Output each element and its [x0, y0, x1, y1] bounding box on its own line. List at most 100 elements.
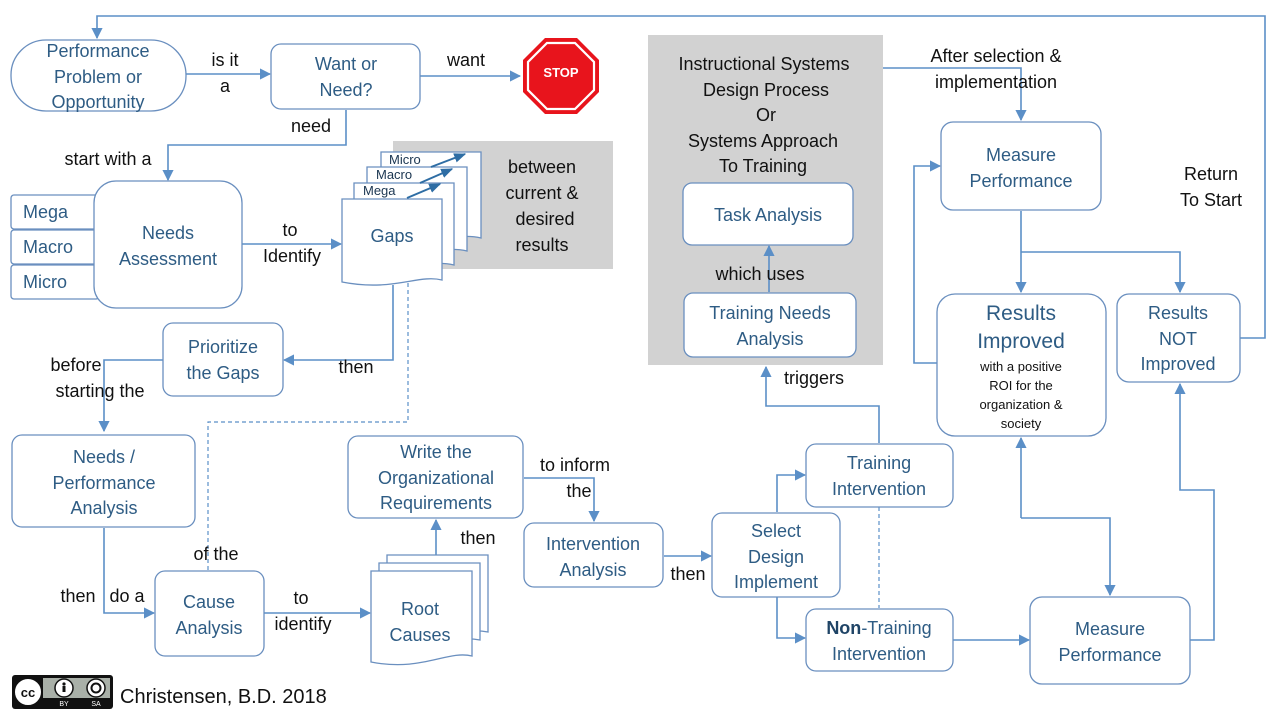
measure-top-line: Performance [969, 171, 1072, 191]
mega-label: Mega [23, 202, 69, 222]
needs-assessment-line: Needs [142, 223, 194, 243]
training-intervention-line: Intervention [832, 479, 926, 499]
isd-title-line: Systems Approach [688, 131, 838, 151]
measure-bottom-line: Measure [1075, 619, 1145, 639]
write-requirements-line: Organizational [378, 468, 494, 488]
results-improved-sub: organization & [979, 397, 1062, 412]
isd-title-line: To Training [719, 156, 807, 176]
needs-performance-line: Needs / [73, 447, 135, 467]
cc-by-sa-icon: cc BY SA [12, 675, 113, 709]
after-selection-label: After selection & [930, 46, 1061, 66]
measure-top-line: Measure [986, 145, 1056, 165]
select-design-line: Select [751, 521, 801, 541]
license-sa: SA [91, 701, 101, 708]
results-not-line: NOT [1159, 329, 1197, 349]
between-label: results [515, 235, 568, 255]
results-not-line: Results [1148, 303, 1208, 323]
cause-analysis-line: Cause [183, 592, 235, 612]
cause-analysis-line: Analysis [175, 618, 242, 638]
between-label: desired [515, 209, 574, 229]
select-design-line: Implement [734, 572, 818, 592]
stop-sign-icon: STOP [523, 38, 599, 114]
which-uses-label: which uses [714, 264, 804, 284]
isd-title-line: Or [756, 105, 776, 125]
a-label: a [220, 76, 231, 96]
gaps-label: Gaps [370, 226, 413, 246]
results-improved-title: Results [986, 302, 1056, 325]
triggers-label: triggers [784, 368, 844, 388]
results-improved-sub: with a positive [979, 359, 1062, 374]
start-with-label: start with a [64, 149, 152, 169]
before-label: before [50, 355, 101, 375]
intervention-analysis-line: Intervention [546, 534, 640, 554]
isd-panel-content: Instructional Systems Design Process Or … [678, 54, 857, 358]
prioritize-line: Prioritize [188, 337, 258, 357]
need-label: need [291, 116, 331, 136]
gaps-stack-micro: Micro [389, 152, 421, 167]
needs-assessment-line: Assessment [119, 249, 217, 269]
want-or-need-line: Need? [319, 80, 372, 100]
is-it-label: is it [212, 50, 239, 70]
stop-sign-text: STOP [543, 65, 578, 80]
starting-the-label: starting the [55, 381, 144, 401]
scope-boxes: Mega Macro Micro [10, 194, 100, 300]
performance-problem-line: Performance [46, 41, 149, 61]
results-improved-sub: society [1001, 416, 1042, 431]
task-analysis-label: Task Analysis [714, 205, 822, 225]
macro-label: Macro [23, 237, 73, 257]
between-label: current & [505, 183, 578, 203]
to-label: to [282, 220, 297, 240]
credit-text: Christensen, B.D. 2018 [120, 686, 327, 708]
non-training-bold: Non [826, 618, 861, 638]
training-intervention-line: Training [847, 453, 911, 473]
non-training-rest: -Training [861, 618, 931, 638]
training-needs-line: Analysis [736, 329, 803, 349]
prioritize-line: the Gaps [186, 363, 259, 383]
to-inform-label: to inform [540, 455, 610, 475]
root-causes-line: Root [401, 599, 439, 619]
then-label: then [460, 528, 495, 548]
return-to-start-label: Return [1184, 164, 1238, 184]
performance-problem-line: Opportunity [51, 92, 144, 112]
write-requirements-line: Requirements [380, 493, 492, 513]
non-training-line2: Intervention [832, 644, 926, 664]
want-label: want [446, 50, 485, 70]
isd-title-line: Instructional Systems [678, 54, 849, 74]
gaps-stack-macro: Macro [376, 167, 412, 182]
isd-title-line: Design Process [703, 80, 829, 100]
needs-performance-line: Analysis [70, 498, 137, 518]
measure-bottom-line: Performance [1058, 645, 1161, 665]
to-identify-label: to [293, 588, 308, 608]
identify-label: Identify [263, 246, 321, 266]
then-label: then [670, 564, 705, 584]
then-do-label: do a [109, 586, 145, 606]
results-not-line: Improved [1140, 354, 1215, 374]
prioritize-gaps-node: Prioritize the Gaps [162, 322, 284, 397]
gaps-document-stack: Micro Macro Mega Gaps [341, 151, 482, 286]
write-requirements-line: Write the [400, 442, 472, 462]
svg-text:cc: cc [21, 685, 35, 700]
connector-labels: is it a want need start with a to Identi… [50, 46, 1242, 634]
intervention-analysis-line: Analysis [559, 560, 626, 580]
training-needs-line: Training Needs [709, 303, 830, 323]
micro-label: Micro [23, 272, 67, 292]
after-selection-label: implementation [935, 72, 1057, 92]
